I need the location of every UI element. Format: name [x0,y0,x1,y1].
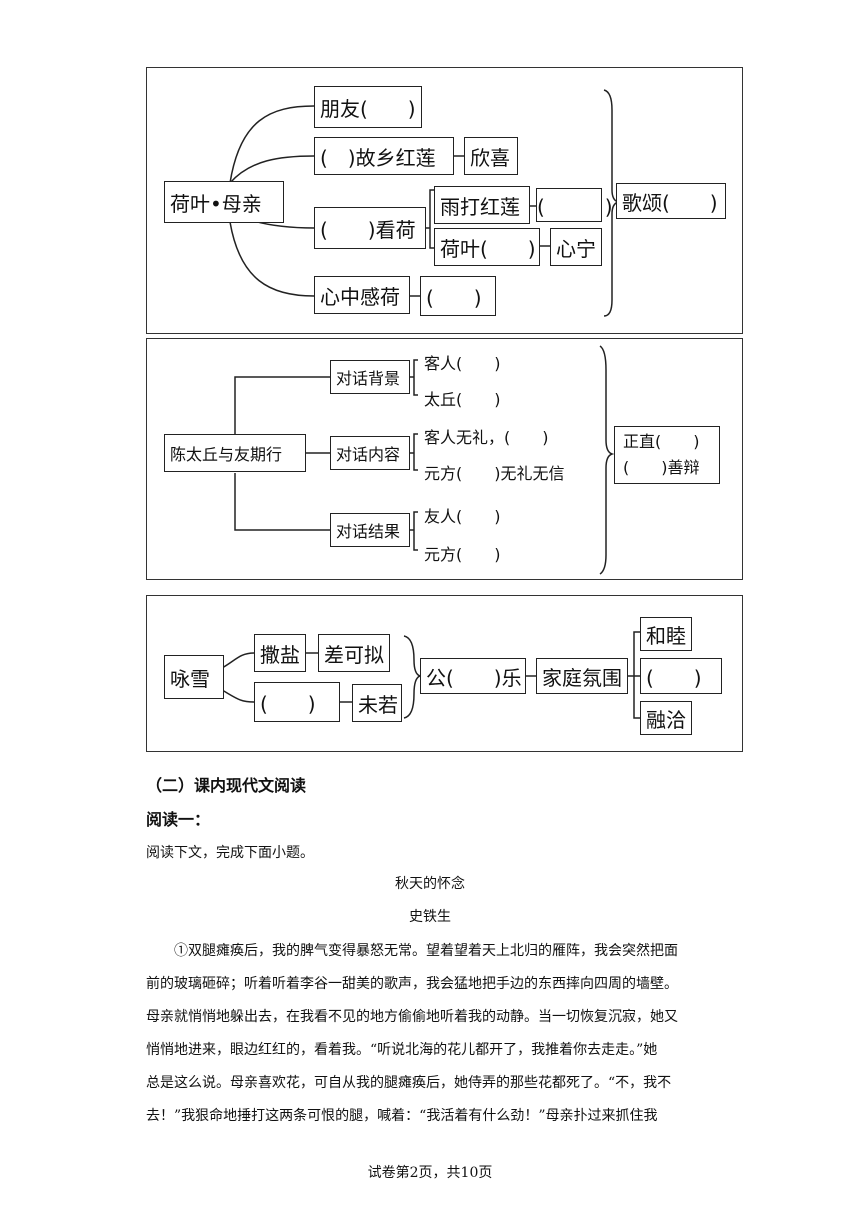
diagram-2-summary-line-2: ( )善辩 [623,458,700,477]
diagram-2-group-3: 对话结果 [330,513,410,547]
diagram-3-item-1: 撒盐 [254,634,306,672]
diagram-2-frame [146,338,743,580]
diagram-2-group-3-item-1: 友人( ) [424,507,501,526]
diagram-1-center: 荷叶•母亲 [164,181,284,223]
article-line: 母亲就悄悄地躲出去，在我看不见的地方偷偷地听着我的动静。当一切恢复沉寂，她又 [146,1009,678,1025]
diagram-2-summary: 正直( ) ( )善辩 [614,426,720,484]
diagram-1-branch-2-result: 欣喜 [464,137,518,175]
diagram-2-group-2-item-2: 元方( )无礼无信 [424,464,565,483]
page-footer: 试卷第2页，共10页 [367,1165,493,1181]
diagram-2-group-1-item-1: 客人( ) [424,354,501,373]
diagram-1-frame [146,67,743,334]
diagram-1-branch-3-sub-2-result: 心宁 [550,228,602,266]
diagram-3-item-2-result: 未若 [352,684,402,722]
diagram-3-middle: 公( )乐 [420,658,526,694]
diagram-3-item-2: ( ) [254,682,340,722]
diagram-2-center: 陈太丘与友期行 [164,434,306,472]
article-line: 总是这么说。母亲喜欢花，可自从我的腿瘫痪后，她侍弄的那些花都死了。“不，我不 [146,1075,672,1091]
article-author: 史铁生 [409,909,451,925]
article-line: 前的玻璃砸碎；听着听着李谷一甜美的歌声，我会猛地把手边的东西摔向四周的墙壁。 [146,976,678,992]
article-line: 去！”我狠命地捶打这两条可恨的腿，喊着：“我活着有什么劲！”母亲扑过来抓住我 [146,1108,658,1124]
instruction: 阅读下文，完成下面小题。 [146,845,314,861]
diagram-1-branch-4: 心中感荷 [314,276,410,314]
diagram-3-atm-3: 融洽 [640,701,692,735]
diagram-1-summary: 歌颂( ) [616,183,726,219]
diagram-1-branch-3-sub-2: 荷叶( ) [434,228,540,266]
diagram-3-frame [146,595,743,752]
diagram-3-center: 咏雪 [164,655,224,699]
diagram-1-branch-4-result: ( ) [420,276,496,316]
diagram-1-branch-2: ( )故乡红莲 [314,137,454,175]
diagram-2-group-3-item-2: 元方( ) [424,545,501,564]
section-heading: （二）课内现代文阅读 [146,776,307,795]
reading-heading: 阅读一： [146,810,211,829]
diagram-1-branch-3: ( )看荷 [314,207,426,249]
diagram-2-summary-line-1: 正直( ) [623,432,700,451]
diagram-1-branch-3-sub-1: 雨打红莲 [434,186,530,224]
diagram-1-branch-1: 朋友( ) [314,86,422,128]
diagram-3-item-1-result: 差可拟 [318,634,390,672]
diagram-3-atm-1: 和睦 [640,617,692,651]
diagram-2-group-1-item-2: 太丘( ) [424,390,501,409]
article-body: ①双腿瘫痪后，我的脾气变得暴怒无常。望着望着天上北归的雁阵，我会突然把面 前的玻… [146,935,726,1133]
diagram-3-atmosphere: 家庭氛围 [536,658,628,694]
article-line: ①双腿瘫痪后，我的脾气变得暴怒无常。望着望着天上北归的雁阵，我会突然把面 [174,943,678,959]
article-line: 悄悄地进来，眼边红红的，看着我。“听说北海的花儿都开了，我推着你去走走。”她 [146,1042,658,1058]
diagram-2-group-1: 对话背景 [330,360,410,394]
article-title: 秋天的怀念 [395,876,465,892]
diagram-2-group-2: 对话内容 [330,436,410,470]
diagram-1-branch-3-sub-1-result: ( ) [536,188,613,222]
diagram-3-atm-2: ( ) [640,658,722,694]
diagram-2-group-2-item-1: 客人无礼，( ) [424,428,549,447]
